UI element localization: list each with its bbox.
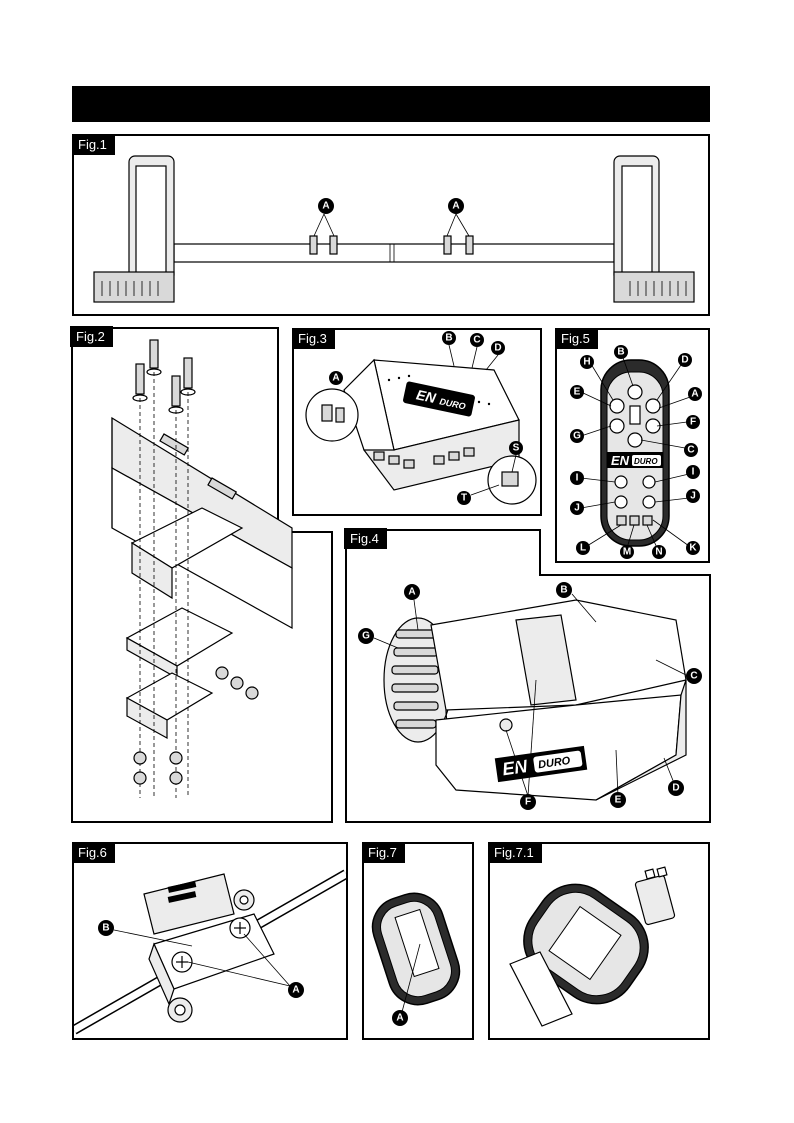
figure-3-panel: EN DURO B C D A S T Fig.3 <box>292 328 542 516</box>
fig6-callout-b: B <box>98 920 114 936</box>
svg-text:EN: EN <box>501 756 530 779</box>
figure-1-drawing: A A <box>93 155 695 303</box>
battery-9v <box>634 866 676 926</box>
figure-6-label: Fig.6 <box>72 842 115 863</box>
svg-text:I: I <box>692 467 695 478</box>
fig6-callout-a: A <box>288 982 304 998</box>
svg-text:DURO: DURO <box>537 755 571 771</box>
figure-3-drawing: EN DURO B C D A S T <box>305 331 537 505</box>
figure-2-drawing <box>111 339 293 798</box>
figure-5-panel: EN DURO B H D E A F G C I I J J L M N K … <box>555 328 710 563</box>
figure-2-label: Fig.2 <box>70 326 113 347</box>
svg-text:A: A <box>452 201 459 212</box>
figure-7-1-panel: Fig.7.1 <box>488 842 710 1040</box>
svg-text:A: A <box>332 373 339 384</box>
fig5-callout-i-left: I <box>570 471 584 485</box>
fig4-callout-f: F <box>520 794 536 810</box>
svg-text:E: E <box>615 795 622 806</box>
fig5-callout-h: H <box>580 355 594 369</box>
figure-7-label: Fig.7 <box>362 842 405 863</box>
svg-text:C: C <box>687 445 694 456</box>
fig5-callout-b: B <box>614 345 628 359</box>
fig3-callout-d: D <box>491 341 505 355</box>
figure-6-drawing: B A <box>74 869 346 1035</box>
figure-1-label: Fig.1 <box>72 134 115 155</box>
svg-text:B: B <box>560 585 567 596</box>
svg-text:E: E <box>574 387 581 398</box>
svg-text:T: T <box>461 493 467 504</box>
svg-text:D: D <box>681 355 688 366</box>
fig4-callout-a: A <box>404 584 420 600</box>
svg-text:D: D <box>494 343 501 354</box>
svg-text:G: G <box>362 631 370 642</box>
figure-5-label: Fig.5 <box>555 328 598 349</box>
svg-text:H: H <box>583 357 590 368</box>
fig7-callout-a: A <box>392 1010 408 1026</box>
svg-text:EN: EN <box>611 453 630 468</box>
svg-text:I: I <box>576 473 579 484</box>
fig3-logo: EN DURO <box>403 381 475 417</box>
fig5-callout-f: F <box>686 415 700 429</box>
svg-text:D: D <box>672 783 679 794</box>
figure-5-drawing: EN DURO B H D E A F G C I I J J L M N K <box>570 345 702 559</box>
svg-text:B: B <box>617 347 624 358</box>
fig1-callout-a-left: A <box>318 198 334 214</box>
fig4-callout-d: D <box>668 780 684 796</box>
fig5-callout-j-left: J <box>570 501 584 515</box>
fig5-callout-j-right: J <box>686 489 700 503</box>
svg-text:J: J <box>574 503 580 514</box>
svg-text:G: G <box>573 431 581 442</box>
svg-text:J: J <box>690 491 696 502</box>
figure-4-panel: EN DURO A B G C F E D Fig.4 <box>344 528 710 822</box>
svg-text:A: A <box>691 389 698 400</box>
figure-2-panel: Fig.2 <box>70 326 332 822</box>
fig5-callout-c: C <box>684 443 698 457</box>
svg-text:C: C <box>473 335 480 346</box>
fig5-callout-g: G <box>570 429 584 443</box>
fig4-logo: EN DURO <box>494 745 588 783</box>
fig5-callout-i-right: I <box>686 465 700 479</box>
figure-7-panel: A Fig.7 <box>362 842 474 1040</box>
figure-7-drawing: A <box>371 892 461 1026</box>
fig3-callout-a: A <box>329 371 343 385</box>
fig3-callout-t: T <box>457 491 471 505</box>
svg-text:B: B <box>445 333 452 344</box>
fig5-callout-a: A <box>688 387 702 401</box>
fig5-callout-d: D <box>678 353 692 367</box>
svg-text:S: S <box>513 443 520 454</box>
svg-text:A: A <box>322 201 329 212</box>
fig3-callout-s: S <box>509 441 523 455</box>
svg-text:EN: EN <box>415 386 438 406</box>
svg-text:F: F <box>525 797 531 808</box>
svg-text:A: A <box>292 985 299 996</box>
figure-1-panel: A A Fig.1 <box>72 134 710 316</box>
svg-text:A: A <box>408 587 415 598</box>
fig3-callout-c: C <box>470 333 484 347</box>
figure-4-label: Fig.4 <box>344 528 387 549</box>
svg-text:DURO: DURO <box>634 457 658 466</box>
fig4-callout-g: G <box>358 628 374 644</box>
fig4-callout-e: E <box>610 792 626 808</box>
svg-text:B: B <box>102 923 109 934</box>
svg-text:F: F <box>690 417 696 428</box>
svg-text:C: C <box>690 671 697 682</box>
fig5-callout-e: E <box>570 385 584 399</box>
fig4-callout-b: B <box>556 582 572 598</box>
figure-7-1-drawing <box>509 866 676 1027</box>
figure-6-panel: B A Fig.6 <box>72 842 348 1040</box>
figure-4-drawing: EN DURO A B G C F E D <box>358 582 702 810</box>
fig4-callout-c: C <box>686 668 702 684</box>
figure-3-label: Fig.3 <box>292 328 335 349</box>
fig1-bolts-left <box>309 213 338 255</box>
fig3-callout-b: B <box>442 331 456 345</box>
figure-7-1-label: Fig.7.1 <box>488 842 542 863</box>
fig1-callout-a-right: A <box>448 198 464 214</box>
fig5-logo: EN DURO <box>607 452 663 468</box>
svg-text:A: A <box>396 1013 403 1024</box>
fig1-bolts-right <box>443 213 474 255</box>
header-bar <box>72 86 710 122</box>
